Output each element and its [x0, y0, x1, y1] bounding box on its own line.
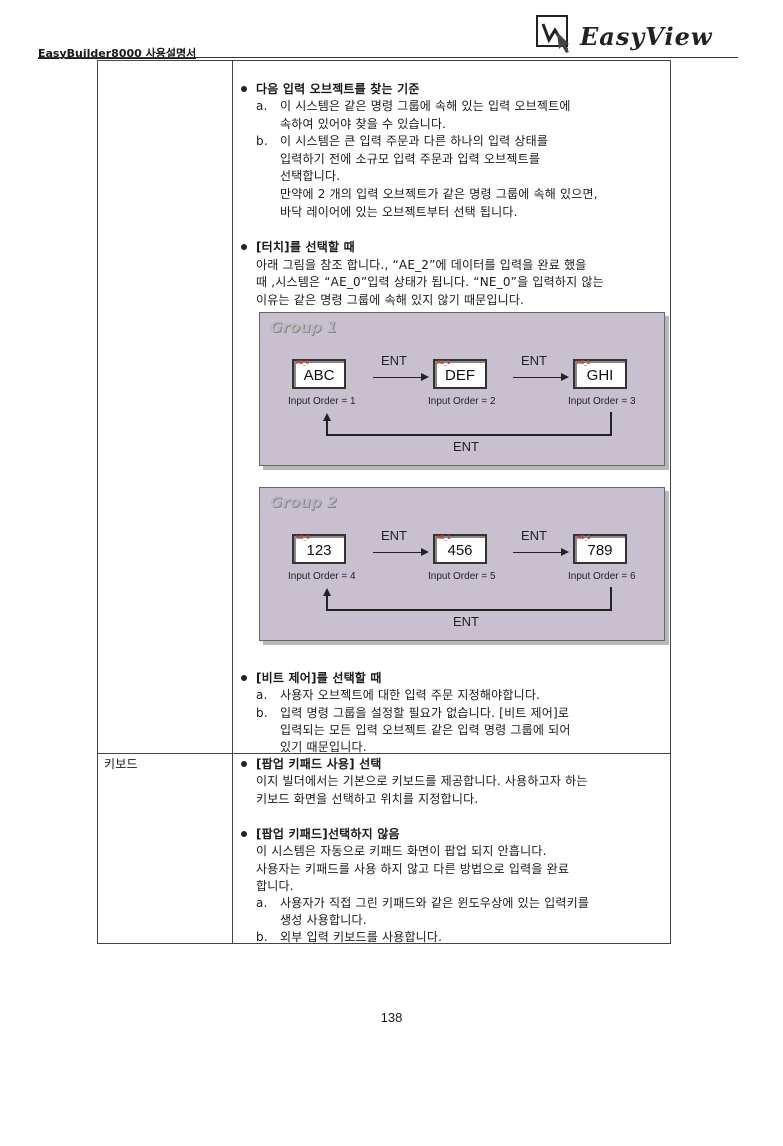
paragraph-line: 때 ,시스템은 “AE_0”입력 상태가 됩니다. “NE_0”을 입력하지 않… [256, 275, 604, 289]
arrow-line [513, 377, 563, 378]
paragraph-line: 사용자는 키패드를 사용 하지 않고 다른 방법으로 입력을 완료 [256, 862, 570, 876]
input-box: AE_0 ABC [292, 359, 346, 389]
arrow-right-icon [421, 373, 429, 381]
paragraph-line: 있기 때문입니다. [280, 740, 367, 754]
group1-diagram: Group 1 AE_0 ABC AE_1 DEF AE_2 GHI Input… [259, 312, 665, 466]
input-order-label: Input Order = 3 [568, 396, 636, 407]
input-box: NE_0 123 [292, 534, 346, 564]
group2-title: Group 2 [270, 493, 338, 511]
paragraph-line: 사용자가 직접 그린 키패드와 같은 윈도우상에 있는 입력키를 [280, 896, 590, 910]
arrow-up-icon [323, 588, 331, 596]
bullet [241, 675, 247, 681]
ent-label: ENT [381, 353, 407, 368]
heading-next-input: 다음 입력 오브젝트를 찾는 기준 [256, 82, 420, 96]
ent-label: ENT [521, 528, 547, 543]
paragraph-line: 아래 그림을 참조 합니다., “AE_2”에 데이터를 입력을 완료 했을 [256, 258, 587, 272]
input-box: AE_1 DEF [433, 359, 487, 389]
bullet [241, 761, 247, 767]
list-marker: a. [256, 896, 268, 910]
arrow-line [373, 377, 423, 378]
input-box: AE_2 GHI [573, 359, 627, 389]
object-tag: AE_1 [437, 360, 451, 366]
input-box: NE_1 456 [433, 534, 487, 564]
row-divider [97, 753, 671, 754]
arrow-line [373, 552, 423, 553]
paragraph-line: 입력 명령 그룹을 설정할 필요가 없습니다. [비트 제어]로 [280, 706, 570, 720]
heading-touch: [터치]를 선택할 때 [256, 240, 355, 254]
input-value: GHI [586, 367, 614, 384]
object-tag: NE_1 [437, 535, 451, 541]
input-order-label: Input Order = 5 [428, 571, 496, 582]
ent-label: ENT [453, 614, 479, 629]
arrow-right-icon [561, 373, 569, 381]
paragraph-line: 이유는 같은 명령 그룹에 속해 있지 않기 때문입니다. [256, 293, 525, 307]
heading-popup-keypad: [팝업 키패드 사용] 선택 [256, 757, 382, 771]
paragraph-line: 사용자 오브젝트에 대한 입력 주문 지정해야합니다. [280, 688, 541, 702]
row-label-keyboard: 키보드 [104, 757, 138, 771]
paragraph-line: 이 시스템은 같은 명령 그룹에 속해 있는 입력 오브젝트에 [280, 99, 571, 113]
bullet [241, 831, 247, 837]
input-value: ABC [303, 367, 335, 384]
input-value: 123 [306, 542, 332, 559]
input-order-label: Input Order = 6 [568, 571, 636, 582]
arrow-up-icon [323, 413, 331, 421]
input-order-label: Input Order = 1 [288, 396, 356, 407]
list-marker: b. [256, 706, 268, 720]
loop-line [610, 587, 612, 609]
paragraph-line: 이지 빌더에서는 기본으로 키보드를 제공합니다. 사용하고자 하는 [256, 774, 588, 788]
paragraph-line: 합니다. [256, 879, 294, 893]
bullet [241, 86, 247, 92]
heading-bit-control: [비트 제어]를 선택할 때 [256, 671, 382, 685]
ent-label: ENT [521, 353, 547, 368]
arrow-right-icon [561, 548, 569, 556]
list-marker: b. [256, 134, 268, 148]
content-table [97, 60, 671, 944]
input-order-label: Input Order = 2 [428, 396, 496, 407]
arrow-line [513, 552, 563, 553]
paragraph-line: 만약에 2 개의 입력 오브젝트가 같은 명령 그룹에 속해 있으면, [280, 187, 598, 201]
list-marker: b. [256, 930, 268, 944]
loop-line [326, 434, 612, 436]
input-box: NE_2 789 [573, 534, 627, 564]
list-marker: a. [256, 688, 268, 702]
document-title: EasyBuilder8000 사용설명서 [38, 47, 197, 60]
paragraph-line: 입력하기 전에 소규모 입력 주문과 입력 오브젝트를 [280, 152, 541, 166]
loop-line [326, 594, 328, 610]
group1-title: Group 1 [270, 318, 338, 336]
paragraph-line: 외부 입력 키보드를 사용합니다. [280, 930, 443, 944]
input-value: 456 [447, 542, 473, 559]
object-tag: AE_0 [296, 360, 310, 366]
loop-line [326, 609, 612, 611]
ent-label: ENT [381, 528, 407, 543]
paragraph-line: 속하여 있어야 찾을 수 있습니다. [280, 117, 447, 131]
logo-wordmark: EasyView [580, 22, 713, 51]
object-tag: AE_2 [577, 360, 591, 366]
page-number: 138 [380, 1010, 403, 1025]
object-tag: NE_0 [296, 535, 310, 541]
input-value: 789 [587, 542, 613, 559]
bullet [241, 244, 247, 250]
column-divider [232, 60, 233, 944]
paragraph-line: 키보드 화면을 선택하고 위치를 지정합니다. [256, 792, 479, 806]
ent-label: ENT [453, 439, 479, 454]
input-order-label: Input Order = 4 [288, 571, 356, 582]
paragraph-line: 입력되는 모든 입력 오브젝트 같은 입력 명령 그룹에 되어 [280, 723, 571, 737]
paragraph-line: 선택합니다. [280, 169, 341, 183]
easyview-logo-icon [536, 15, 569, 53]
arrow-right-icon [421, 548, 429, 556]
heading-no-popup-keypad: [팝업 키패드]선택하지 않음 [256, 827, 400, 841]
loop-line [326, 419, 328, 435]
loop-line [610, 412, 612, 434]
paragraph-line: 바닥 레이어에 있는 오브젝트부터 선택 됩니다. [280, 205, 518, 219]
input-value: DEF [445, 367, 475, 384]
paragraph-line: 이 시스템은 큰 입력 주문과 다른 하나의 입력 상태를 [280, 134, 549, 148]
group2-diagram: Group 2 NE_0 123 NE_1 456 NE_2 789 Input… [259, 487, 665, 641]
paragraph-line: 생성 사용합니다. [280, 913, 367, 927]
object-tag: NE_2 [577, 535, 591, 541]
paragraph-line: 이 시스템은 자동으로 키패드 화면이 팝업 되지 안흡니다. [256, 844, 547, 858]
header-rule [38, 57, 738, 58]
list-marker: a. [256, 99, 268, 113]
